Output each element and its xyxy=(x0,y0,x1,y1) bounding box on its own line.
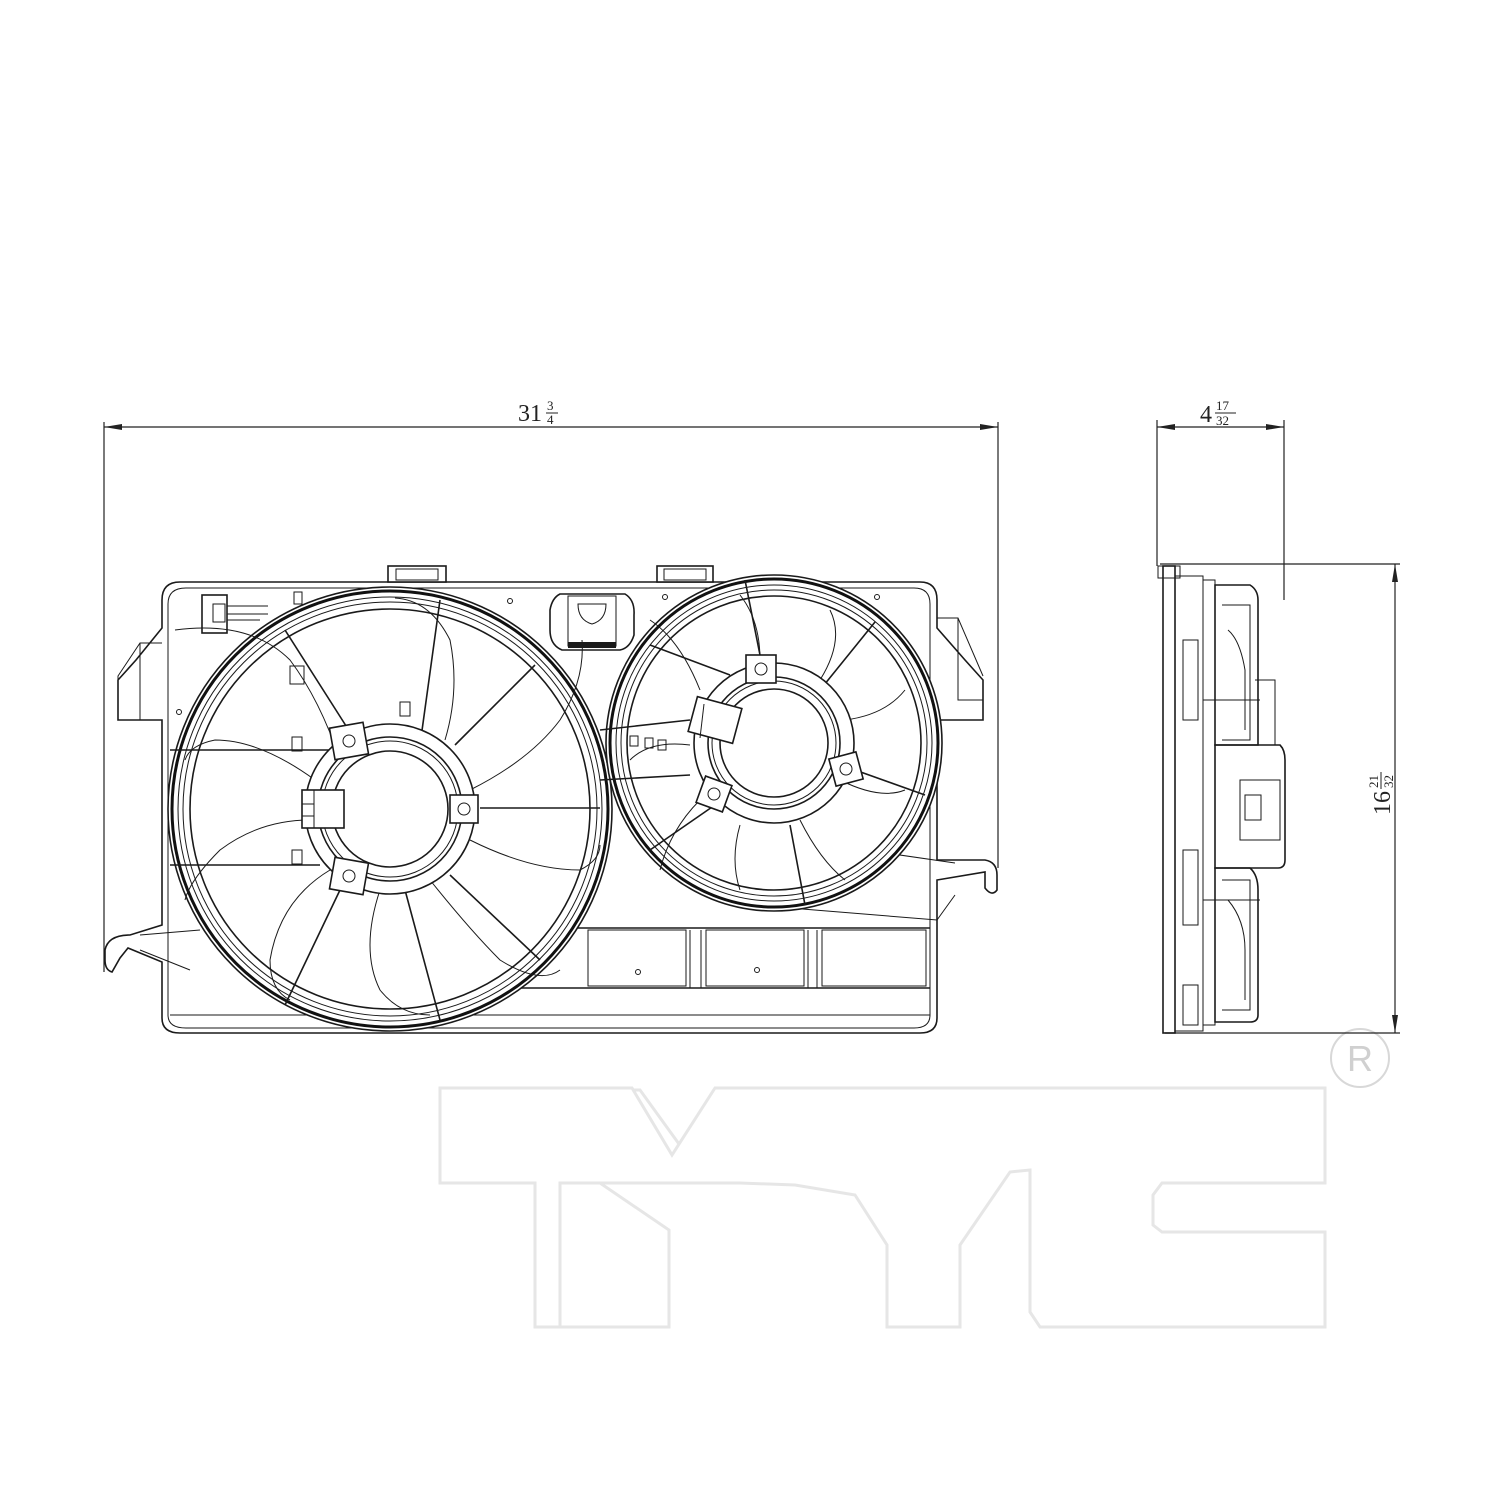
depth-whole: 4 xyxy=(1200,402,1212,428)
front-view xyxy=(104,565,998,1034)
width-whole: 31 xyxy=(518,401,542,427)
registered-mark: R xyxy=(1330,1028,1390,1088)
electrical-connector-icon xyxy=(549,593,635,651)
height-num: 21 xyxy=(1366,775,1381,788)
depth-den: 32 xyxy=(1216,413,1229,428)
fan-struts xyxy=(599,579,926,906)
left-fan xyxy=(167,586,613,1032)
harness-connector-icon xyxy=(201,594,268,634)
height-dimension: 16 21 32 xyxy=(1160,563,1400,1034)
height-whole: 16 xyxy=(1370,791,1396,815)
right-fan xyxy=(599,574,943,912)
depth-dimension: 4 17 32 xyxy=(1156,398,1285,600)
side-view xyxy=(1157,565,1286,1034)
svg-text:R: R xyxy=(1347,1038,1373,1079)
width-num: 3 xyxy=(547,398,554,413)
depth-num: 17 xyxy=(1216,398,1230,413)
height-den: 32 xyxy=(1381,775,1396,788)
width-dimension: 31 3 4 xyxy=(103,398,999,972)
tyc-logo xyxy=(438,1086,1327,1329)
fan-blades xyxy=(174,597,601,1016)
fan-struts xyxy=(170,599,600,1021)
width-den: 4 xyxy=(547,412,554,427)
